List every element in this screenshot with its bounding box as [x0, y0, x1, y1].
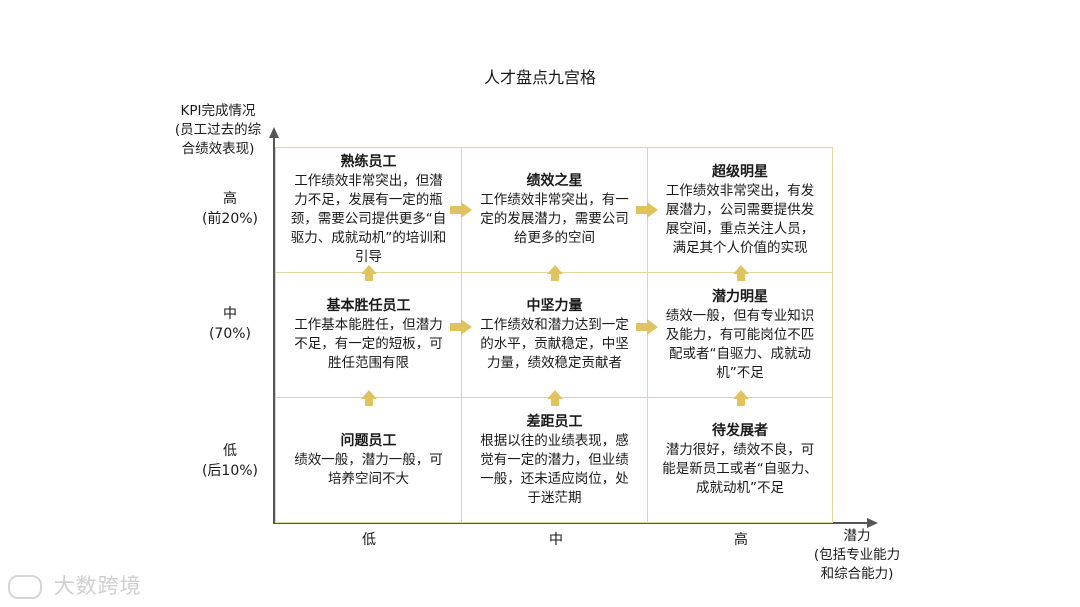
y-axis-label: KPI完成情况 (员工过去的综 合绩效表现) — [174, 103, 262, 157]
cell-desc: 工作绩效非常突出，但潜力不足，发展有一定的瓶颈，需要公司提供更多“自驱力、成就动… — [290, 173, 447, 265]
cell-desc: 绩效一般，但有专业知识及能力，有可能岗位不匹配或者“自驱力、成就动机”不足 — [665, 307, 815, 381]
cell-problem-employee: 问题员工 绩效一般，潜力一般，可培养空间不大 — [275, 397, 462, 523]
y-tick-high: 高 (前20%) — [201, 191, 259, 227]
x-tick-mid: 中 — [549, 532, 563, 548]
cell-super-star: 超级明星 工作绩效非常突出，有发展潜力，公司需要提供发展空间，重点关注人员，满足… — [647, 147, 833, 273]
cell-skilled-employee: 熟练员工 工作绩效非常突出，但潜力不足，发展有一定的瓶颈，需要公司提供更多“自驱… — [275, 147, 462, 273]
arrow-right-icon — [636, 202, 658, 218]
cell-core-force: 中坚力量 工作绩效和潜力达到一定的水平，贡献稳定，中坚力量，绩效稳定贡献者 — [461, 272, 648, 398]
y-tick-low: 低 (后10%) — [201, 443, 259, 479]
cell-performance-star: 绩效之星 工作绩效非常突出，有一定的发展潜力，需要公司给更多的空间 — [461, 147, 648, 273]
watermark: 大数跨境 — [8, 570, 142, 600]
diagram-title: 人才盘点九宫格 — [483, 68, 596, 87]
x-axis-line — [273, 522, 869, 524]
cell-title: 熟练员工 — [340, 154, 397, 170]
y-axis-arrow-icon — [269, 127, 279, 138]
arrow-up-icon — [361, 390, 377, 406]
cell-title: 潜力明星 — [712, 288, 768, 305]
cell-gap-employee: 差距员工 根据以往的业绩表现，感觉有一定的潜力，但业绩一般，还未适应岗位，处于迷… — [461, 397, 648, 523]
cell-title: 待发展者 — [712, 423, 768, 439]
cell-desc: 根据以往的业绩表现，感觉有一定的潜力，但业绩一般，还未适应岗位，处于迷茫期 — [480, 432, 629, 506]
arrow-up-icon — [733, 265, 749, 281]
arrow-up-icon — [733, 390, 749, 406]
cell-title: 基本胜任员工 — [326, 298, 411, 314]
cell-title: 绩效之星 — [526, 173, 583, 189]
arrow-up-icon — [547, 390, 563, 406]
watermark-logo-icon — [8, 575, 42, 599]
y-axis-line — [273, 138, 275, 524]
arrow-up-icon — [361, 265, 377, 281]
arrow-up-icon — [547, 265, 563, 281]
nine-box-grid: 熟练员工 工作绩效非常突出，但潜力不足，发展有一定的瓶颈，需要公司提供更多“自驱… — [275, 147, 833, 523]
cell-competent-employee: 基本胜任员工 工作基本能胜任，但潜力不足，有一定的短板，可胜任范围有限 — [275, 272, 462, 398]
x-axis-label: 潜力 (包括专业能力 和综合能力) — [813, 528, 901, 582]
cell-potential-star: 潜力明星 绩效一般，但有专业知识及能力，有可能岗位不匹配或者“自驱力、成就动机”… — [647, 272, 833, 398]
x-tick-low: 低 — [362, 532, 376, 548]
arrow-right-icon — [450, 319, 472, 335]
cell-title: 问题员工 — [340, 432, 397, 449]
cell-title: 超级明星 — [712, 163, 768, 180]
watermark-text: 大数跨境 — [53, 574, 142, 598]
cell-desc: 工作绩效非常突出，有发展潜力，公司需要提供发展空间，重点关注人员，满足其个人价值… — [665, 182, 815, 256]
cell-title: 差距员工 — [526, 413, 583, 430]
x-axis-arrow-icon — [867, 518, 878, 528]
cell-to-be-developed: 待发展者 潜力很好，绩效不良，可能是新员工或者“自驱力、成就动机”不足 — [647, 397, 833, 523]
x-tick-high: 高 — [734, 532, 748, 548]
arrow-right-icon — [450, 202, 472, 218]
cell-desc: 潜力很好，绩效不良，可能是新员工或者“自驱力、成就动机”不足 — [662, 442, 818, 496]
arrow-right-icon — [636, 319, 658, 335]
cell-desc: 工作绩效非常突出，有一定的发展潜力，需要公司给更多的空间 — [480, 192, 629, 246]
cell-desc: 工作绩效和潜力达到一定的水平，贡献稳定，中坚力量，绩效稳定贡献者 — [480, 317, 629, 371]
cell-desc: 工作基本能胜任，但潜力不足，有一定的短板，可胜任范围有限 — [294, 317, 443, 371]
cell-desc: 绩效一般，潜力一般，可培养空间不大 — [294, 451, 443, 487]
y-tick-mid: 中 (70%) — [208, 306, 252, 342]
cell-title: 中坚力量 — [526, 298, 583, 314]
